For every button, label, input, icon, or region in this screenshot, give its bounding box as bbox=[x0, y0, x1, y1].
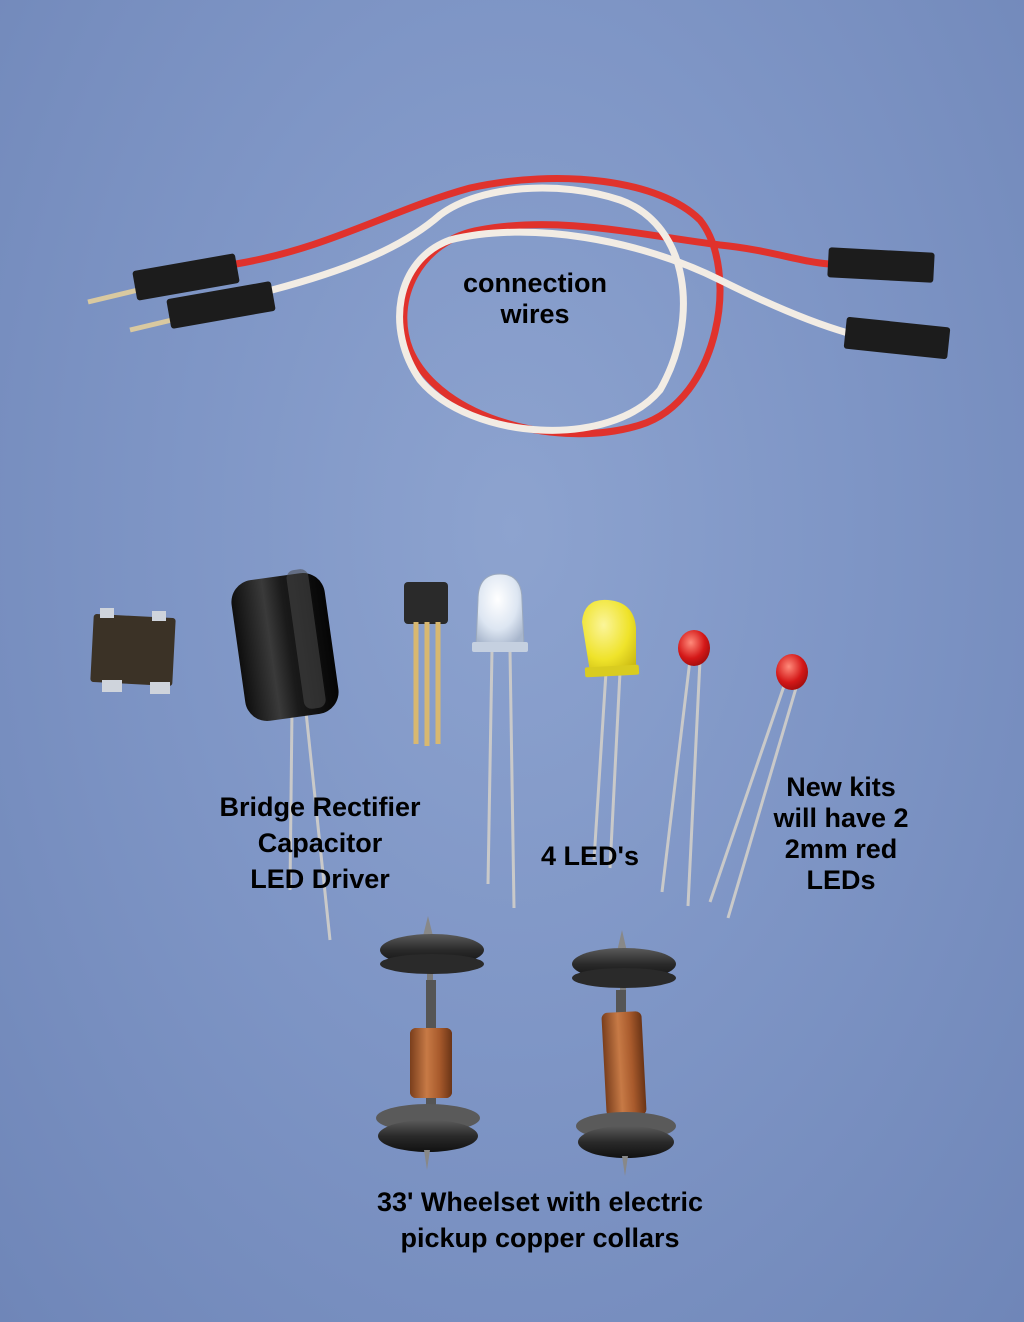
led-driver-transistor bbox=[404, 582, 448, 746]
label-line: LED Driver bbox=[250, 864, 390, 894]
capacitor bbox=[231, 569, 339, 941]
bridge-rectifier bbox=[90, 608, 176, 694]
label-line: Bridge Rectifier bbox=[219, 792, 421, 822]
label-wheelset: 33' Wheelset with electric pickup copper… bbox=[340, 1184, 740, 1256]
wheelset-right bbox=[572, 930, 676, 1176]
led-red-1 bbox=[660, 630, 710, 907]
label-line: LEDs bbox=[806, 865, 876, 895]
label-line: connection bbox=[462, 268, 607, 298]
connector-right-bottom bbox=[843, 316, 951, 360]
label-line: wires bbox=[500, 299, 570, 329]
wheelset-left bbox=[376, 916, 484, 1170]
label-new-kits: New kits will have 2 2mm red LEDs bbox=[756, 772, 926, 896]
connector-left-bottom bbox=[166, 281, 276, 329]
red-wire bbox=[232, 175, 834, 438]
led-red-2 bbox=[708, 654, 808, 919]
label-line: Capacitor bbox=[257, 828, 383, 858]
label-driver-components: Bridge Rectifier Capacitor LED Driver bbox=[200, 789, 440, 897]
led-yellow bbox=[582, 599, 640, 869]
connection-wires bbox=[87, 175, 951, 438]
pin-left-top bbox=[87, 287, 139, 305]
label-leds: 4 LED's bbox=[520, 841, 660, 872]
label-line: will have 2 bbox=[773, 803, 909, 833]
label-line: 33' Wheelset with electric bbox=[376, 1187, 704, 1217]
pin-left-bottom bbox=[129, 317, 173, 333]
label-line: pickup copper collars bbox=[400, 1223, 680, 1253]
label-line: 2mm red bbox=[784, 834, 898, 864]
label-connection-wires: connection wires bbox=[445, 268, 625, 330]
connector-right-top bbox=[827, 247, 935, 283]
label-line: 4 LED's bbox=[541, 841, 639, 871]
white-wire bbox=[268, 184, 852, 434]
led-clear bbox=[472, 573, 528, 909]
connector-left-top bbox=[132, 253, 240, 301]
label-line: New kits bbox=[786, 772, 896, 802]
